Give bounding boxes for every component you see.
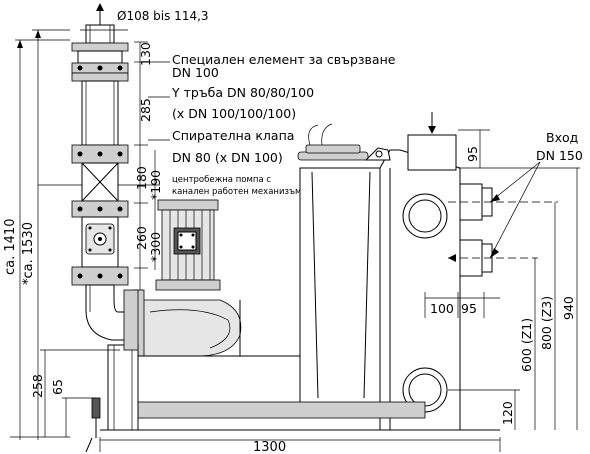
collection-tank [100,112,500,441]
dim-180: 180 [134,166,149,190]
y-pipe-label-2: (x DN 100/100/100) [172,106,296,121]
overall-height-dimensions: ca. 1410 *ca. 1530 [3,29,70,440]
dim-95-mid: 95 [461,301,477,316]
dim-600: 600 (Z1) [519,318,534,372]
y-pipe-label-1: Y тръба DN 80/80/100 [171,85,314,100]
pipe-dimensions: 130 285 180 *190 260 *300 [134,41,163,330]
dim-800: 800 (Z3) [539,296,554,350]
dim-1530: *ca. 1530 [21,222,36,285]
right-dimensions: 95 940 800 (Z3) 600 (Z1) 100 95 120 [424,129,580,430]
special-element-label-1: Специален елемент за свързване [172,52,396,67]
dim-1410: ca. 1410 [3,219,18,275]
dim-258: 258 [30,374,45,398]
dim-120: 120 [500,401,515,425]
pipe-diameter-label: Ø108 bis 114,3 [117,9,209,23]
dim-130: 130 [138,42,153,66]
component-labels: Специален елемент за свързване DN 100 Y … [148,52,396,197]
dim-100: 100 [430,301,454,316]
pump-motor [133,199,242,359]
dim-190: *190 [148,170,163,200]
check-valve-label-2: DN 80 (x DN 100) [172,150,283,165]
inlet-label-1: Вход [546,130,578,145]
inlet-label-group: Вход DN 150 [489,130,583,259]
dim-95-top: 95 [465,146,480,162]
dim-940: 940 [561,296,576,320]
dim-65: 65 [50,379,65,395]
dim-260: 260 [134,226,149,250]
dim-285: 285 [138,98,153,122]
dim-300: *300 [148,232,163,262]
inlet-label-2: DN 150 [536,148,583,163]
pump-frame [85,289,139,453]
pressure-pipe-assembly [71,3,141,341]
special-element-label-2: DN 100 [172,65,219,80]
width-dimension: 1300 [99,437,501,454]
pump-label-1: центробежна помпа с [172,175,271,185]
dim-1300: 1300 [253,440,286,454]
pump-label-2: канален работен механизъм [172,187,301,197]
check-valve-label-1: Спирателна клапа [172,128,294,143]
bottom-left-dimensions: 258 65 [30,349,120,437]
